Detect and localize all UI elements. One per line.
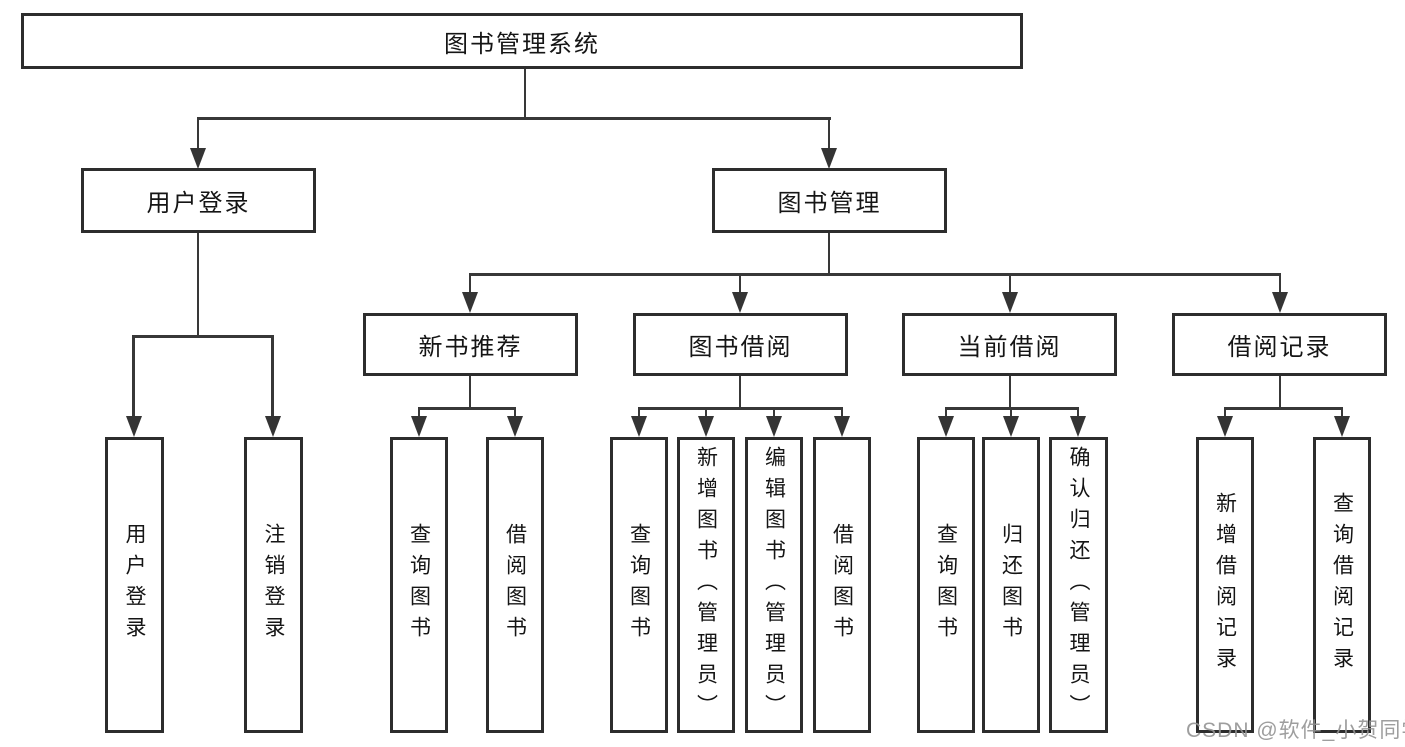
edge-stem-book-management xyxy=(827,117,831,151)
leaf-query-book-current-label: 查询图书 xyxy=(934,523,958,647)
node-user-login: 用户登录 xyxy=(81,168,316,233)
edge-stem-user-login xyxy=(196,117,200,151)
node-current-borrow: 当前借阅 xyxy=(902,313,1117,376)
edge-book-management-bar xyxy=(468,273,1281,276)
leaf-borrow-book-recommend: 借阅图书 xyxy=(486,437,544,733)
edge-user-login-trunk xyxy=(196,233,200,337)
edge-root-bar xyxy=(197,117,831,120)
arrow-down-icon xyxy=(190,148,206,169)
leaf-user-login-label: 用户登录 xyxy=(123,523,146,647)
edge-stem-leaf-user-login xyxy=(132,335,135,420)
edge-book-management-trunk xyxy=(827,233,831,275)
edge-new-book-recommend-trunk xyxy=(468,376,472,409)
leaf-add-borrow-record-label: 新增借阅记录 xyxy=(1213,492,1237,678)
node-current-borrow-label: 当前借阅 xyxy=(957,334,1062,361)
edge-stem-leaf xyxy=(840,407,844,419)
edge-stem-leaf xyxy=(637,407,641,419)
edge-root-trunk xyxy=(523,69,527,118)
edge-stem-leaf xyxy=(944,407,948,419)
edge-current-borrow-trunk xyxy=(1008,376,1012,409)
edge-stem-leaf xyxy=(704,407,708,419)
edge-stem-leaf xyxy=(1223,407,1227,419)
edge-stem-leaf xyxy=(772,407,776,419)
leaf-add-book-admin: 新增图书（管理员） xyxy=(677,437,735,733)
arrow-down-icon xyxy=(1070,416,1086,437)
leaf-borrow-book-recommend-label: 借阅图书 xyxy=(503,523,527,647)
arrow-down-icon xyxy=(766,416,782,437)
arrow-down-icon xyxy=(1003,416,1019,437)
arrow-down-icon xyxy=(411,416,427,437)
node-book-borrow-label: 图书借阅 xyxy=(688,334,793,361)
leaf-confirm-return-admin: 确认归还（管理员） xyxy=(1049,437,1108,733)
edge-book-borrow-bar xyxy=(638,407,843,410)
node-book-management-label: 图书管理 xyxy=(777,190,882,217)
node-root: 图书管理系统 xyxy=(21,13,1023,69)
arrow-down-icon xyxy=(1002,292,1018,313)
edge-stem-leaf xyxy=(417,407,421,419)
node-new-book-recommend-label: 新书推荐 xyxy=(418,334,523,361)
edge-stem-leaf xyxy=(1340,407,1344,419)
arrow-down-icon xyxy=(1217,416,1233,437)
arrow-down-icon xyxy=(698,416,714,437)
leaf-query-borrow-record: 查询借阅记录 xyxy=(1313,437,1371,733)
edge-stem-current-borrow xyxy=(1008,273,1012,297)
leaf-add-borrow-record: 新增借阅记录 xyxy=(1196,437,1254,733)
node-root-label: 图书管理系统 xyxy=(444,30,600,58)
leaf-query-book-borrow: 查询图书 xyxy=(610,437,668,733)
edge-book-borrow-trunk xyxy=(738,376,742,409)
leaf-borrow-book-label: 借阅图书 xyxy=(830,523,854,647)
leaf-edit-book-admin: 编辑图书（管理员） xyxy=(745,437,803,733)
arrow-down-icon xyxy=(507,416,523,437)
csdn-watermark: CSDN @软件_小贺同学 xyxy=(1186,719,1405,742)
leaf-query-book-recommend: 查询图书 xyxy=(390,437,448,733)
leaf-confirm-return-admin-label: 确认归还（管理员） xyxy=(1067,445,1090,725)
arrow-down-icon xyxy=(125,416,142,437)
edge-user-login-bar xyxy=(132,335,274,338)
edge-stem-borrow-records xyxy=(1278,273,1282,297)
node-book-borrow: 图书借阅 xyxy=(633,313,848,376)
leaf-query-book-borrow-label: 查询图书 xyxy=(627,523,651,647)
edge-stem-leaf-logout xyxy=(271,335,274,420)
arrow-down-icon xyxy=(938,416,954,437)
node-new-book-recommend: 新书推荐 xyxy=(363,313,578,376)
edge-stem-book-borrow xyxy=(738,273,742,297)
leaf-logout: 注销登录 xyxy=(244,437,303,733)
arrow-down-icon xyxy=(1334,416,1350,437)
arrow-down-icon xyxy=(732,292,748,313)
edge-new-book-recommend-bar xyxy=(418,407,516,410)
arrow-down-icon xyxy=(821,148,837,169)
edge-stem-new-book-recommend xyxy=(468,273,472,297)
leaf-add-book-admin-label: 新增图书（管理员） xyxy=(694,445,718,725)
node-user-login-label: 用户登录 xyxy=(146,190,251,217)
arrow-down-icon xyxy=(264,416,281,437)
leaf-user-login: 用户登录 xyxy=(105,437,164,733)
leaf-query-borrow-record-label: 查询借阅记录 xyxy=(1330,492,1354,678)
node-borrow-records: 借阅记录 xyxy=(1172,313,1387,376)
node-borrow-records-label: 借阅记录 xyxy=(1227,334,1332,361)
arrow-down-icon xyxy=(834,416,850,437)
leaf-return-book: 归还图书 xyxy=(982,437,1040,733)
arrow-down-icon xyxy=(462,292,478,313)
leaf-logout-label: 注销登录 xyxy=(262,523,285,647)
leaf-query-book-recommend-label: 查询图书 xyxy=(407,523,431,647)
leaf-edit-book-admin-label: 编辑图书（管理员） xyxy=(762,445,786,725)
edge-borrow-records-trunk xyxy=(1278,376,1282,409)
leaf-borrow-book: 借阅图书 xyxy=(813,437,871,733)
arrow-down-icon xyxy=(631,416,647,437)
edge-stem-leaf xyxy=(513,407,517,419)
edge-borrow-records-bar xyxy=(1224,407,1343,410)
edge-stem-leaf xyxy=(1076,407,1080,419)
leaf-query-book-current: 查询图书 xyxy=(917,437,975,733)
edge-stem-leaf xyxy=(1009,407,1013,419)
arrow-down-icon xyxy=(1272,292,1288,313)
node-book-management: 图书管理 xyxy=(712,168,947,233)
leaf-return-book-label: 归还图书 xyxy=(999,523,1023,647)
